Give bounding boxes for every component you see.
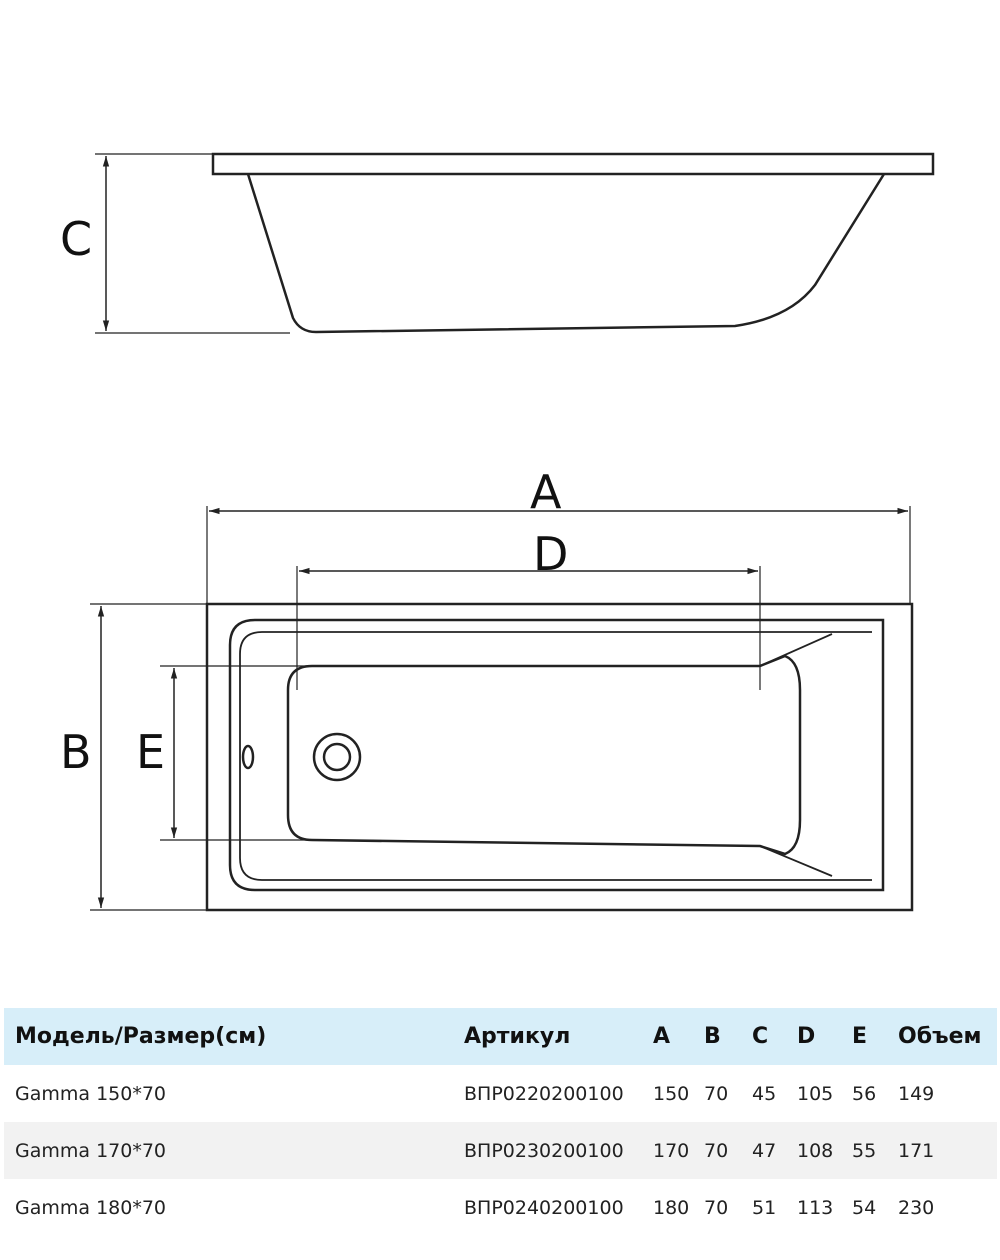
bathtub-dimension-drawing: C A D B E bbox=[60, 152, 935, 912]
drain-inner bbox=[322, 742, 352, 772]
cell-d: 113 bbox=[797, 1196, 834, 1219]
tub-inner-rim-2 bbox=[239, 631, 872, 881]
label-e: E bbox=[136, 725, 165, 779]
table-header-row: Модель/Размер(см) Артикул A B C D E Объе… bbox=[4, 1008, 997, 1065]
cell-c: 47 bbox=[741, 1122, 786, 1179]
header-b: B bbox=[693, 1008, 741, 1065]
header-c: C bbox=[741, 1008, 786, 1065]
overflow-hole bbox=[241, 744, 255, 770]
table-row: Gamma 170*70 ВПР0230200100 170 70 47 108… bbox=[4, 1122, 997, 1179]
header-volume: Объем bbox=[887, 1008, 997, 1065]
cell-e: 55 bbox=[841, 1122, 887, 1179]
cell-e: 56 bbox=[852, 1082, 877, 1105]
table-row: Gamma 150*70 ВПР0220200100 150 70 45 105… bbox=[4, 1065, 997, 1122]
cell-model: Gamma 170*70 bbox=[4, 1122, 453, 1179]
header-article: Артикул bbox=[453, 1008, 642, 1065]
cell-a: 180 bbox=[653, 1196, 690, 1219]
label-c: C bbox=[60, 212, 92, 266]
header-model: Модель/Размер(см) bbox=[4, 1008, 453, 1065]
header-e: E bbox=[841, 1008, 887, 1065]
cell-model: Gamma 150*70 bbox=[15, 1082, 167, 1105]
cell-d: 105 bbox=[797, 1082, 834, 1105]
tub-outer-edge bbox=[205, 602, 914, 912]
cell-c: 51 bbox=[752, 1196, 777, 1219]
header-a: A bbox=[642, 1008, 693, 1065]
cell-volume: 171 bbox=[887, 1122, 997, 1179]
cell-e: 54 bbox=[852, 1196, 877, 1219]
label-d: D bbox=[533, 527, 568, 581]
cell-volume: 230 bbox=[898, 1196, 935, 1219]
cell-article: ВПР0230200100 bbox=[453, 1122, 642, 1179]
table-row: Gamma 180*70 ВПР0240200100 180 70 51 113… bbox=[4, 1179, 997, 1236]
cell-d: 108 bbox=[786, 1122, 841, 1179]
label-a: A bbox=[530, 465, 562, 519]
cell-a: 170 bbox=[642, 1122, 693, 1179]
label-b: B bbox=[60, 725, 92, 779]
cell-article: ВПР0240200100 bbox=[464, 1196, 624, 1219]
spec-table: Модель/Размер(см) Артикул A B C D E Объе… bbox=[4, 1008, 997, 1236]
cell-volume: 149 bbox=[898, 1082, 935, 1105]
drain-outer bbox=[312, 732, 362, 782]
top-view bbox=[90, 506, 914, 912]
cell-c: 45 bbox=[752, 1082, 777, 1105]
cell-model: Gamma 180*70 bbox=[15, 1196, 167, 1219]
tub-body-profile bbox=[246, 173, 886, 334]
cell-b: 70 bbox=[704, 1196, 729, 1219]
cell-b: 70 bbox=[693, 1122, 741, 1179]
tub-basin bbox=[286, 654, 802, 856]
tub-rim bbox=[211, 152, 935, 176]
cell-a: 150 bbox=[653, 1082, 690, 1105]
cell-b: 70 bbox=[704, 1082, 729, 1105]
header-d: D bbox=[786, 1008, 841, 1065]
tub-inner-rim bbox=[228, 618, 885, 892]
cell-article: ВПР0220200100 bbox=[464, 1082, 624, 1105]
side-view bbox=[95, 152, 935, 334]
